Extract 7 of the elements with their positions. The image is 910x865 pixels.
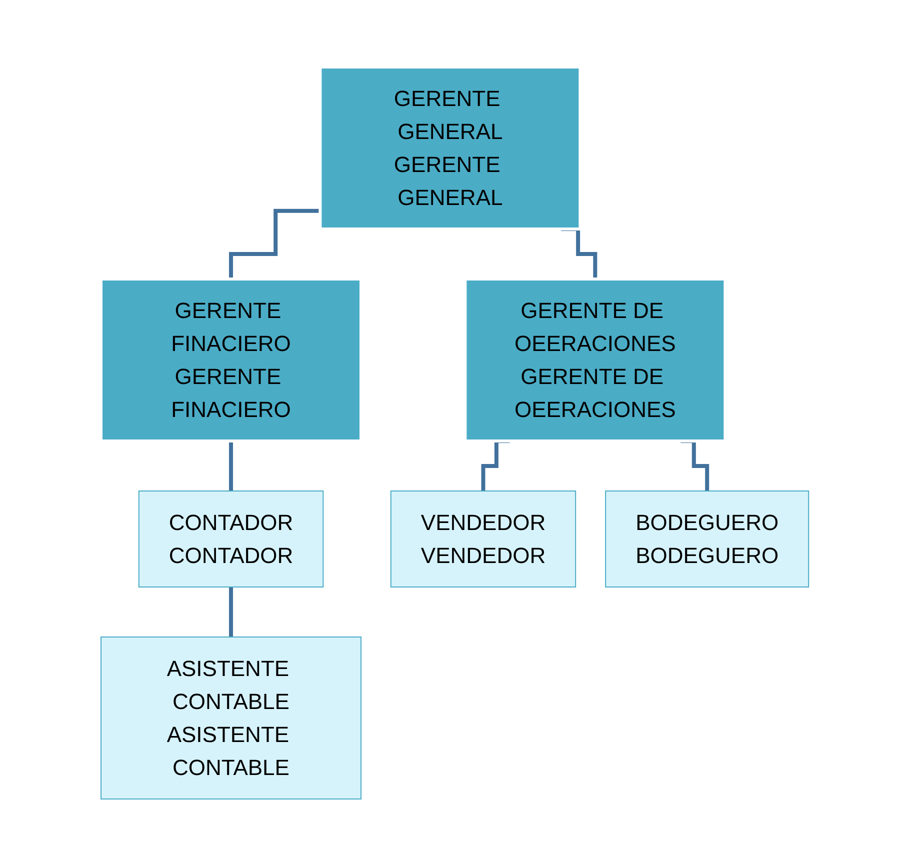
node-box: CONTADOR CONTADOR xyxy=(138,490,324,587)
node-box: ASISTENTE CONTABLE ASISTENTE CONTABLE xyxy=(100,636,362,799)
node-box: VENDEDOR VENDEDOR xyxy=(390,490,576,587)
node-box: BODEGUERO BODEGUERO xyxy=(605,490,810,587)
node-box: GERENTE DE OEERACIONES GERENTE DE OEERACIONES xyxy=(464,277,727,442)
connector xyxy=(229,208,320,280)
connector xyxy=(229,584,234,638)
